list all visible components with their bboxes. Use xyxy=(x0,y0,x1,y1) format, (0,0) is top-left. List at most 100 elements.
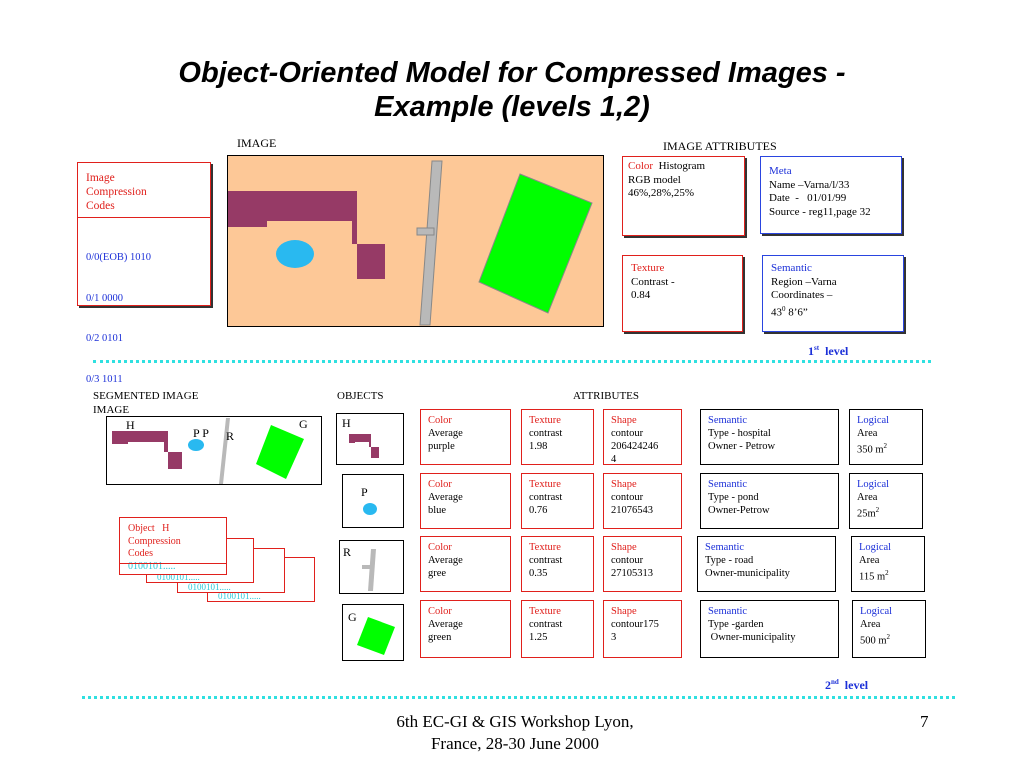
color-label: Color xyxy=(428,606,452,617)
level-1-label: 1st level xyxy=(808,344,849,358)
object-r-box: R xyxy=(339,540,404,594)
road-branch-shape xyxy=(416,227,435,236)
objects-label: OBJECTS xyxy=(337,390,384,402)
color-attribute-box: Color Histogram RGB model 46%,28%,25% xyxy=(622,156,745,236)
footer-text: 6th EC-GI & GIS Workshop Lyon, France, 2… xyxy=(396,712,634,753)
semantic-label: Semantic xyxy=(708,415,748,426)
code-row: 0/2 0101 xyxy=(86,333,124,344)
object-p-shape-view xyxy=(363,503,377,515)
color-label: Color xyxy=(428,415,452,426)
slide-title: Object-Oriented Model for Compressed Ima… xyxy=(0,56,1024,124)
object-r-shape-view xyxy=(362,549,376,591)
garden-shape xyxy=(478,173,593,314)
object-p-shape xyxy=(363,503,377,515)
image-compression-codes-box: Image Compression Codes 0/0(EOB) 1010 0/… xyxy=(77,162,211,385)
logical-label: Logical xyxy=(857,415,890,426)
shape-label: Shape xyxy=(611,542,637,553)
object-h-compression-codes-box: Object H Compression Codes 0100101..... xyxy=(119,517,227,575)
slide-title-line1: Object-Oriented Model for Compressed Ima… xyxy=(178,57,846,89)
logical-label: Logical xyxy=(857,479,890,490)
codes-list: 0/0(EOB) 1010 0/1 0000 0/2 0101 0/3 1011 xyxy=(78,218,210,419)
seg-pond-shape xyxy=(188,439,204,451)
object-r-branch xyxy=(362,565,371,569)
page-number: 7 xyxy=(920,712,929,731)
texture-label: Texture xyxy=(631,262,665,274)
segmented-image xyxy=(106,416,322,485)
object-r-shape xyxy=(368,549,376,591)
codes-title: Image Compression Codes xyxy=(78,163,210,218)
object-h-code: 0100101..... xyxy=(128,560,176,572)
seg-hospital-shape xyxy=(112,431,182,469)
texture-label: Texture xyxy=(529,479,561,490)
semantic-label: Semantic xyxy=(708,606,748,617)
texture-label: Texture xyxy=(529,542,561,553)
seg-label-h: H xyxy=(126,418,135,432)
code-row: 0/0(EOB) 1010 xyxy=(86,252,152,263)
meta-label: Meta xyxy=(769,165,792,177)
color-label: Color xyxy=(428,542,452,553)
logical-label: Logical xyxy=(860,606,893,617)
object-p-box: P xyxy=(342,474,404,528)
texture-attribute-box: Texture Contrast - 0.84 xyxy=(622,255,743,332)
shape-label: Shape xyxy=(611,606,637,617)
semantic-label: Semantic xyxy=(705,542,745,553)
object-h-shape-view xyxy=(349,434,379,458)
code-row: 0/1 0000 xyxy=(86,292,124,304)
attributes-label: ATTRIBUTES xyxy=(573,390,639,402)
shape-label: Shape xyxy=(611,479,637,490)
seg-label-r: R xyxy=(226,429,235,443)
object-g-shape-view xyxy=(357,617,395,655)
main-image xyxy=(227,155,604,327)
level-2-label: 2nd level xyxy=(825,678,869,692)
level-divider-2 xyxy=(82,696,955,699)
segmented-image-sublabel: IMAGE xyxy=(93,404,130,416)
code-row: 0/3 1011 xyxy=(86,373,123,385)
image-label: IMAGE xyxy=(237,136,277,150)
level-divider-1 xyxy=(93,360,931,363)
codes-divider xyxy=(119,563,227,564)
seg-garden-shape xyxy=(256,425,304,479)
seg-label-p: P P xyxy=(193,426,209,440)
meta-attribute-box: Meta Name –Varna/l/33 Date - 01/01/99 So… xyxy=(760,156,902,234)
color-label: Color xyxy=(428,479,452,490)
object-h-shape xyxy=(349,434,379,458)
object-g-box: G xyxy=(342,604,404,661)
image-attributes-label: IMAGE ATTRIBUTES xyxy=(663,139,777,153)
semantic-attribute-box: Semantic Region –Varna Coordinates – 430… xyxy=(762,255,904,332)
shape-label: Shape xyxy=(611,415,637,426)
seg-label-g: G xyxy=(299,417,308,431)
texture-label: Texture xyxy=(529,415,561,426)
logical-label: Logical xyxy=(859,542,892,553)
object-g-shape xyxy=(357,617,395,655)
pond-shape xyxy=(276,240,314,268)
object-h-box: H xyxy=(336,413,404,465)
semantic-label: Semantic xyxy=(771,262,812,274)
road-shape xyxy=(419,160,443,326)
seg-road-shape xyxy=(219,418,230,484)
color-label: Color xyxy=(628,160,654,172)
semantic-label: Semantic xyxy=(708,479,748,490)
slide-title-line2: Example (levels 1,2) xyxy=(374,91,650,123)
segmented-image-label: SEGMENTED IMAGE xyxy=(93,390,199,402)
texture-label: Texture xyxy=(529,606,561,617)
